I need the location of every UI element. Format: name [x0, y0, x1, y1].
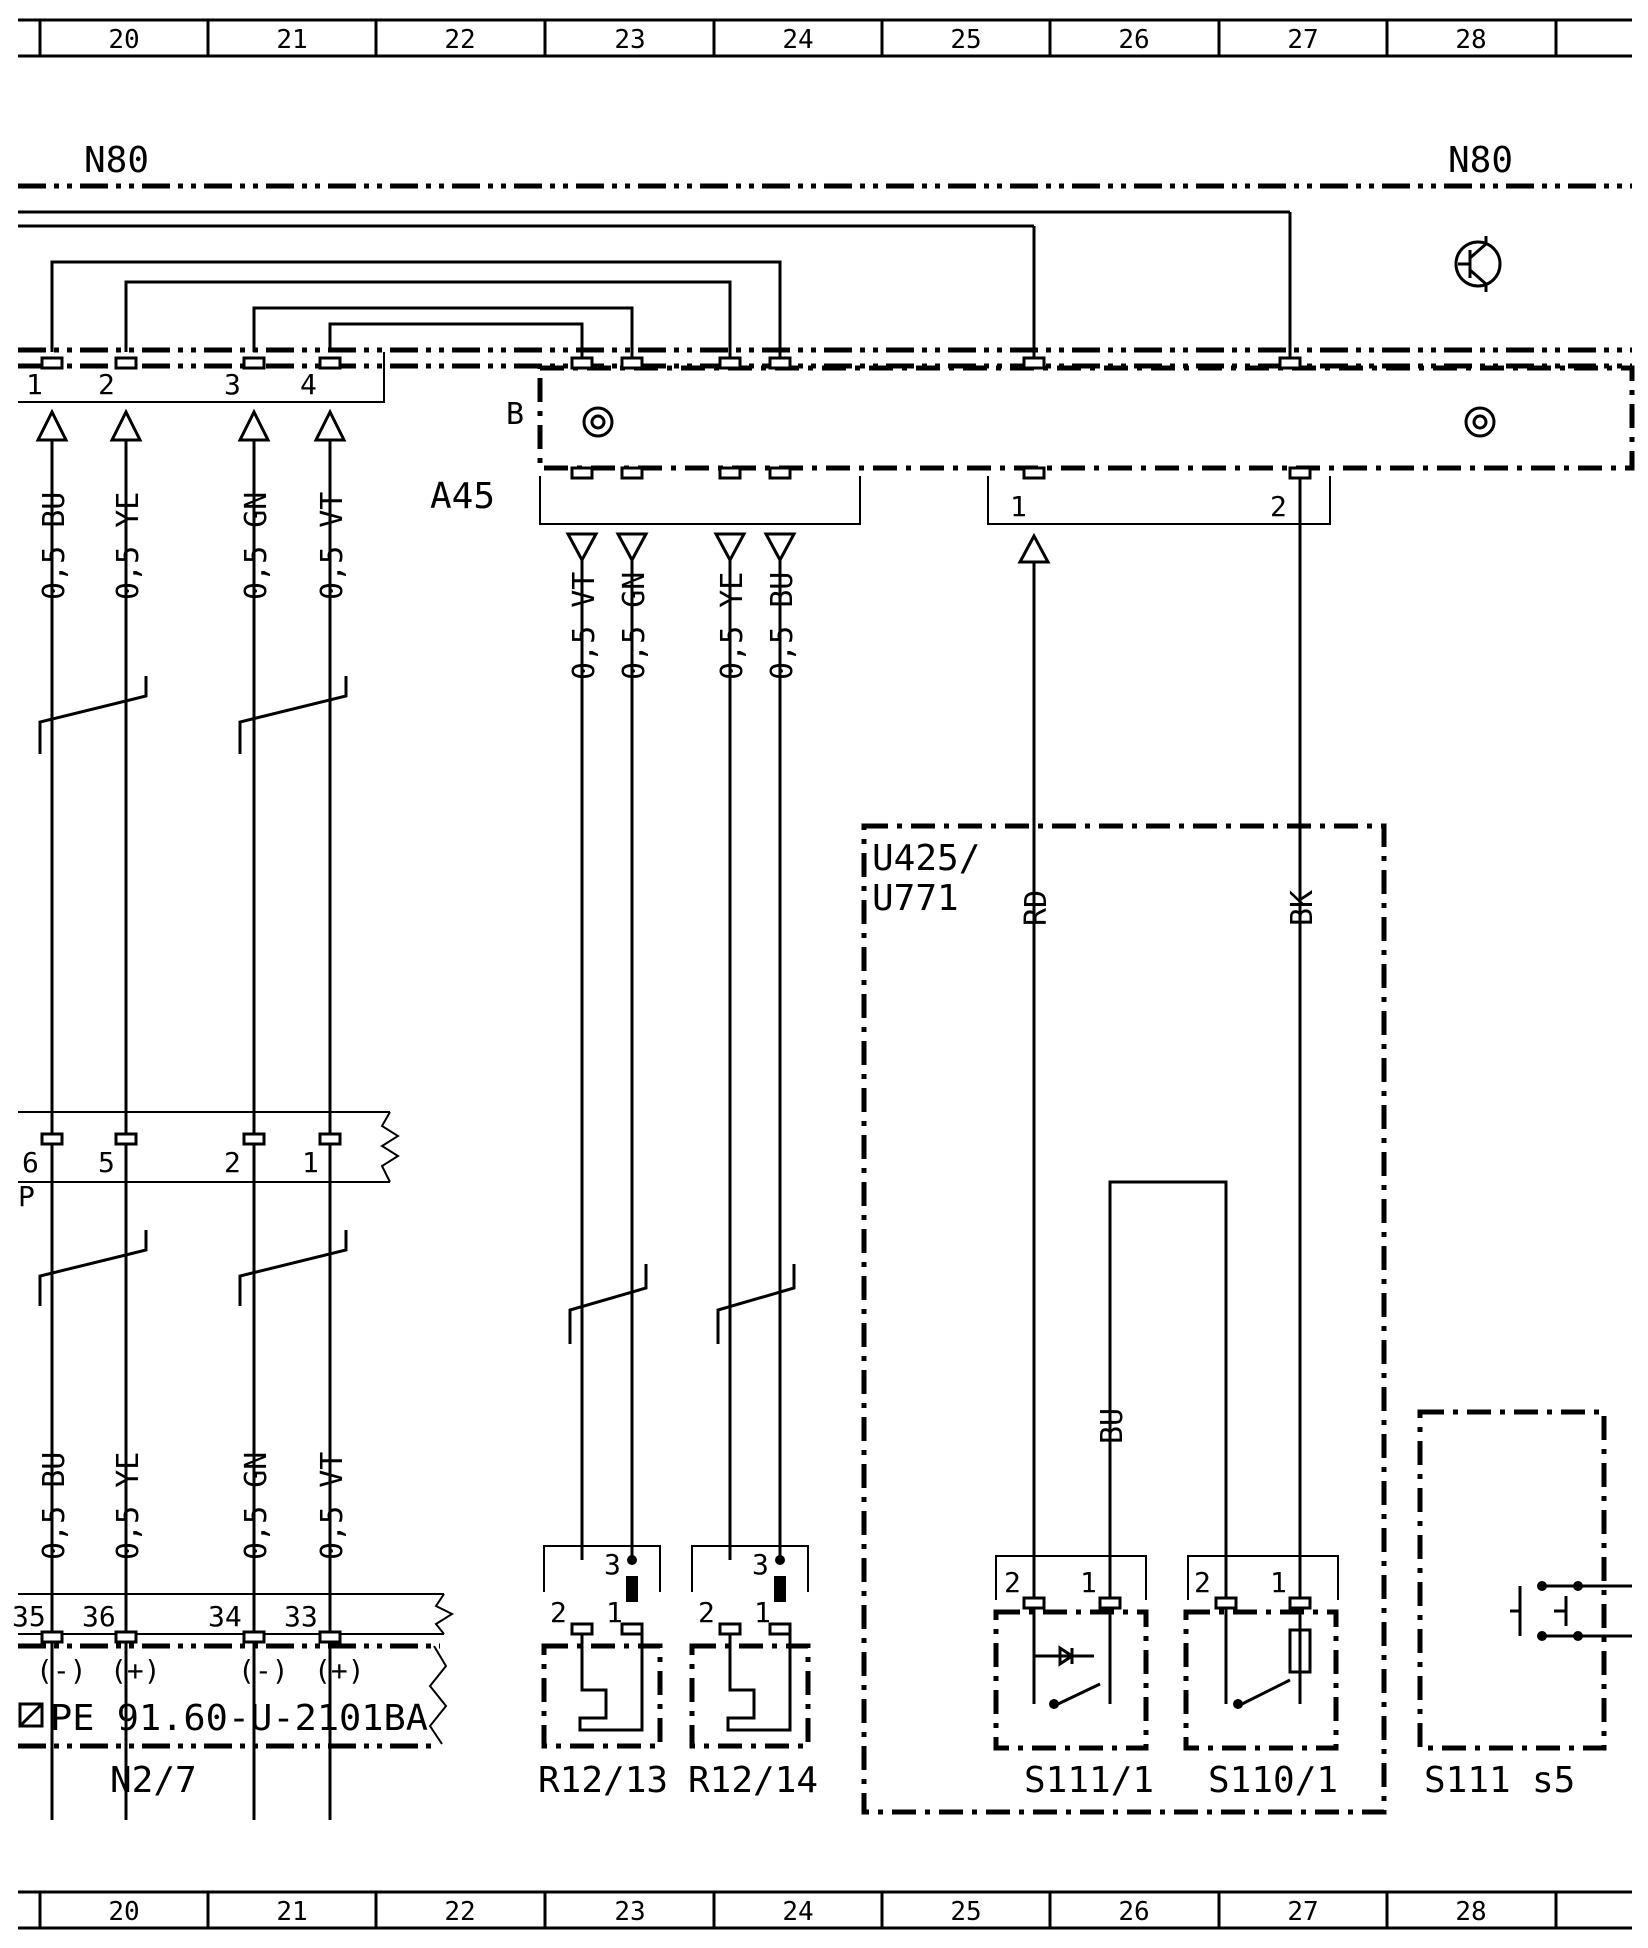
ruler-bottom-28: 28	[1455, 1897, 1486, 1927]
lcb-polarity-4: (+)	[314, 1654, 365, 1687]
r1213-pin-1: 1	[606, 1596, 623, 1629]
r1213-name: R12/13	[538, 1760, 668, 1801]
a45-name: A45	[430, 476, 495, 517]
r1214-pin-1: 1	[754, 1596, 771, 1629]
ruler-top-24: 24	[782, 25, 813, 55]
ruler-bottom-26: 26	[1118, 1897, 1149, 1927]
spiral-icon-right	[1464, 406, 1496, 438]
s111-suffix: s5	[1532, 1760, 1575, 1801]
lct-arrow-icons	[35, 408, 347, 442]
lcm-pin-6: 6	[22, 1146, 39, 1179]
u425-wire-rd: RD	[1019, 890, 1054, 926]
ruler-bottom-25: 25	[950, 1897, 981, 1927]
component-r12-14: 3 2 1 R12/14	[688, 1545, 818, 1801]
lcb-wire-bu: 0,5 BU	[37, 1452, 72, 1560]
n80-bus: N80 N80	[18, 140, 1632, 360]
ruler-bottom-23: 23	[614, 1897, 645, 1927]
s111-name: S111	[1424, 1760, 1511, 1801]
a45-out-pin-1: 1	[1010, 490, 1027, 523]
ruler-bottom-24: 24	[782, 1897, 813, 1927]
ruler-top-23: 23	[614, 25, 645, 55]
left-wires	[38, 440, 348, 1820]
lct-pin-4: 4	[300, 368, 317, 401]
lcm-pin-1: 1	[302, 1146, 319, 1179]
lct-pin-2: 2	[98, 368, 115, 401]
u425-label-line2: U771	[872, 878, 959, 919]
ruler-top-26: 26	[1118, 25, 1149, 55]
ruler-top-28: 28	[1455, 25, 1486, 55]
ruler-bottom-27: 27	[1287, 1897, 1318, 1927]
lcb-wire-vt: 0,5 VT	[315, 1452, 350, 1560]
lct-wire-gn: 0,5 GN	[239, 492, 274, 600]
s1101-pin-2: 2	[1194, 1566, 1211, 1599]
component-s111-1: 2 1 S111/1	[993, 1555, 1154, 1801]
ruler-top-27: 27	[1287, 25, 1318, 55]
component-s110-1: 2 1 S110/1	[1183, 1555, 1339, 1801]
u425-wire-bu: BU	[1095, 1408, 1130, 1444]
crossover-wires	[50, 260, 782, 360]
a45-out-vt: 0,5 VT	[567, 572, 602, 680]
a45-output-wires	[568, 560, 796, 1560]
lcb-pin-35: 35	[12, 1600, 46, 1633]
a45-out-ye: 0,5 YE	[715, 572, 750, 680]
lcm-pin-5: 5	[98, 1146, 115, 1179]
ruler-top-25: 25	[950, 25, 981, 55]
ruler-bottom-20: 20	[108, 1897, 139, 1927]
ruler-top-22: 22	[444, 25, 475, 55]
component-r12-13: 3 2 1 R12/13	[538, 1545, 668, 1801]
r1213-pin-3: 3	[604, 1548, 621, 1581]
lcb-pin-36: 36	[82, 1600, 116, 1633]
transistor-icon	[1454, 236, 1502, 292]
module-a45: B A45 1 2	[430, 356, 1635, 564]
ruler-bottom-22: 22	[444, 1897, 475, 1927]
lcb-reference: PE 91.60-U-2101BA	[50, 1698, 428, 1739]
lct-pin-3: 3	[224, 368, 241, 401]
component-s111: S111 s5	[1417, 1409, 1632, 1801]
group-u425-u771: U425/ U771 RD BK BU 2 1 S111/1 2	[861, 478, 1387, 1815]
lcb-polarity-1: (-)	[36, 1654, 87, 1687]
lcb-wire-ye: 0,5 YE	[111, 1452, 146, 1560]
lcb-pin-34: 34	[208, 1600, 242, 1633]
u425-label-line1: U425/	[872, 838, 980, 879]
s1101-name: S110/1	[1208, 1760, 1338, 1801]
lct-wire-bu: 0,5 BU	[37, 492, 72, 600]
lcb-wire-gn: 0,5 GN	[239, 1452, 274, 1560]
lcm-edge-char: P	[18, 1180, 35, 1213]
left-connector-top: 1 2 3 4	[18, 352, 385, 442]
lct-wire-ye: 0,5 YE	[111, 492, 146, 600]
u425-wire-bk: BK	[1285, 890, 1320, 926]
s1111-name: S111/1	[1024, 1760, 1154, 1801]
lct-wire-vt: 0,5 VT	[315, 492, 350, 600]
a45-out-bu: 0,5 BU	[765, 572, 800, 680]
r1214-pin-3: 3	[752, 1548, 769, 1581]
bottom-ruler: 20 21 22 23 24 25 26 27 28	[18, 1890, 1632, 1930]
lcm-pin-2: 2	[224, 1146, 241, 1179]
s1101-pin-1: 1	[1270, 1566, 1287, 1599]
a45-part-label: B	[506, 397, 524, 432]
spiral-icon-left	[582, 406, 614, 438]
lct-pin-1: 1	[26, 368, 43, 401]
s1111-pin-1: 1	[1080, 1566, 1097, 1599]
ruler-bottom-21: 21	[276, 1897, 307, 1927]
lcb-polarity-2: (+)	[110, 1654, 161, 1687]
top-ruler: 20 21 22 23 24 25 26 27 28	[18, 18, 1632, 58]
r1214-pin-2: 2	[698, 1596, 715, 1629]
ruler-top-21: 21	[276, 25, 307, 55]
ruler-top-20: 20	[108, 25, 139, 55]
a45-out-gn: 0,5 GN	[617, 572, 652, 680]
left-connector-mid: 6 5 2 1 P	[18, 1111, 400, 1213]
lcb-polarity-3: (-)	[238, 1654, 289, 1687]
lcb-component: N2/7	[110, 1760, 197, 1801]
a45-out-pin-2: 2	[1270, 490, 1287, 523]
document-icon	[18, 1702, 44, 1728]
lcb-pin-33: 33	[284, 1600, 318, 1633]
left-connector-bottom: 35 36 34 33 (-) (+) (-) (+) PE 91.60-U-2…	[12, 1593, 455, 1801]
s1111-pin-2: 2	[1004, 1566, 1021, 1599]
r1213-pin-2: 2	[550, 1596, 567, 1629]
bus-label-right: N80	[1448, 140, 1513, 181]
a45-arrow-icons	[565, 532, 1051, 564]
bus-label-left: N80	[84, 140, 149, 181]
r1214-name: R12/14	[688, 1760, 818, 1801]
